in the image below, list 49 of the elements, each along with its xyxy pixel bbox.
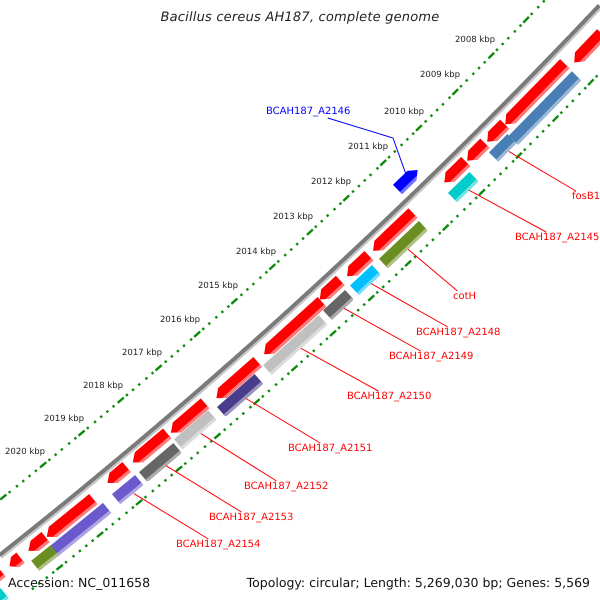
gene-bar (350, 265, 380, 295)
tick-label: 2016 kbp (160, 315, 200, 325)
leader-line (327, 118, 406, 174)
gene-bar (216, 374, 264, 416)
gene-bar (174, 410, 216, 450)
gene-label: cotH (453, 291, 476, 303)
leader-line (300, 348, 379, 392)
leader-line (408, 248, 458, 292)
tick-label: 2020 kbp (5, 447, 46, 457)
gene-label: BCAH187_A2149 (389, 351, 474, 363)
tick-label: 2010 kbp (384, 107, 424, 117)
gene-bar (322, 290, 354, 320)
gene-label: BCAH187_A2145 (515, 232, 600, 244)
tick-label: 2009 kbp (420, 70, 460, 80)
gene-label: BCAH187_A2154 (176, 539, 260, 551)
tick-label: 2013 kbp (273, 212, 314, 222)
tick-label: 2018 kbp (83, 381, 124, 391)
gene-label: BCAH187_A2146 (266, 106, 350, 118)
gene-label: BCAH187_A2150 (347, 391, 432, 403)
leader-line (508, 150, 576, 192)
leader-line (245, 398, 321, 444)
gene-segment (393, 170, 418, 194)
leader-line (468, 190, 547, 232)
tick-label: 2014 kbp (236, 247, 276, 257)
leader-line (133, 493, 209, 540)
gene-label: BCAH187_A2148 (416, 327, 500, 339)
gene-label: BCAH187_A2151 (288, 443, 372, 455)
tick-label: 2015 kbp (198, 281, 238, 291)
diagram-title: Bacillus cereus AH187, complete genome (160, 10, 440, 25)
gene-bar (489, 134, 517, 162)
accession-text: Accession: NC_011658 (8, 575, 150, 590)
leader-line (165, 465, 242, 512)
leader-line (370, 282, 448, 328)
tick-label: 2012 kbp (311, 177, 352, 187)
leader-line (200, 433, 278, 482)
tick-label: 2019 kbp (44, 414, 84, 424)
tick-label: 2008 kbp (455, 35, 496, 45)
gene-bar (138, 442, 182, 482)
genome-summary: Topology: circular; Length: 5,269,030 bp; Genes: 5,569 (246, 575, 590, 590)
leader-line (344, 308, 421, 352)
gene-bar (448, 172, 478, 202)
gene-label: BCAH187_A2152 (244, 481, 328, 493)
gene-bar (112, 475, 144, 505)
gene-label: fosB1 (572, 191, 600, 203)
tick-label: 2011 kbp (348, 142, 388, 152)
gene-bar (262, 315, 328, 375)
gene-bar (378, 221, 428, 269)
gene-label: BCAH187_A2153 (209, 512, 294, 524)
tick-label: 2017 kbp (122, 348, 162, 358)
